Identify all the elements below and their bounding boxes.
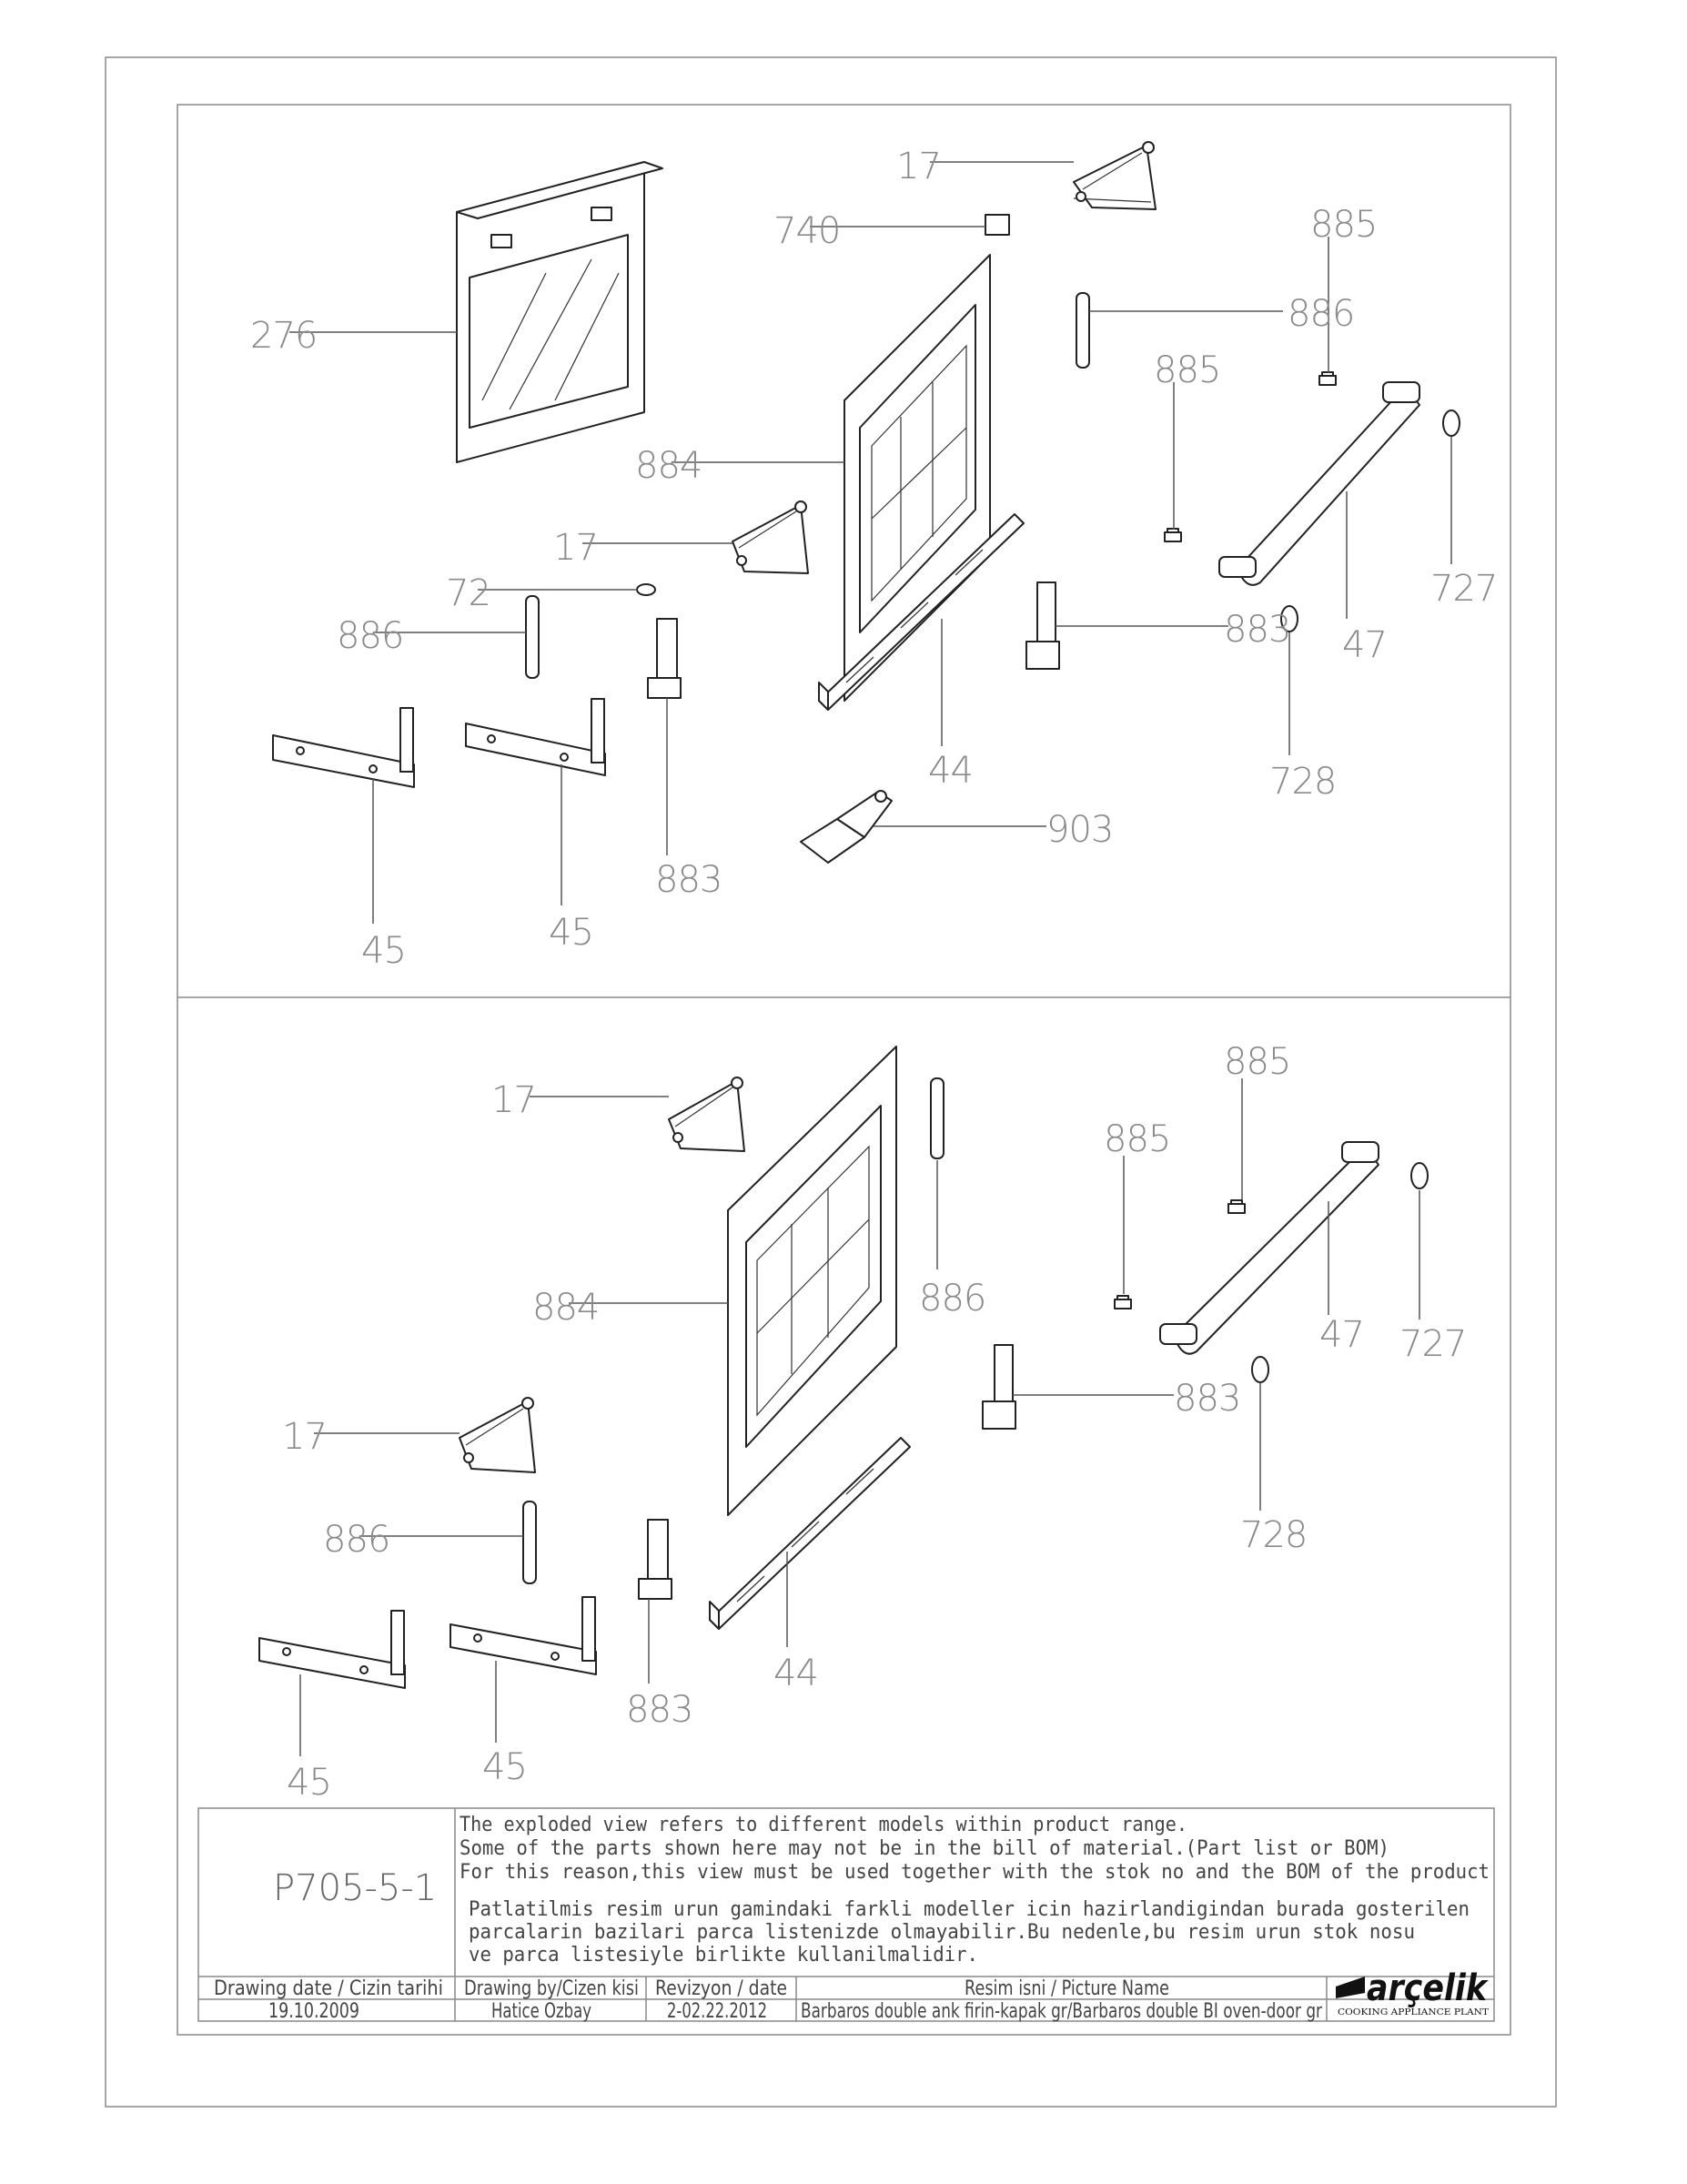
part-17-hinge-bottom-top [668,1077,745,1152]
outer-border [105,56,1557,2108]
part-728-ring [1280,605,1298,632]
note-tr-2: parcalarin bazilari parca listenizde olm… [469,1921,1415,1944]
callout-47: 47 [1342,624,1387,666]
part-45-hinge-bottom-left [258,1610,406,1689]
part-885-screw-a [1318,371,1337,386]
callout-903: 903 [1046,809,1113,851]
callout-883-b: 883 [655,859,722,901]
part-727-ring [1442,410,1460,437]
callout-17-d: 17 [282,1416,327,1458]
callout-727: 727 [1430,568,1497,610]
logo-subtitle: COOKING APPLIANCE PLANT [1338,2008,1489,2017]
header-drawing-by: Drawing by/Cizen kisi [464,1977,639,2000]
note-tr-1: Patlatilmis resim urun gamindaki farkli … [469,1898,1470,1921]
header-revision: Revizyon / date [655,1977,787,2000]
callout-44-b: 44 [773,1653,818,1694]
part-885-screw-d [1114,1295,1132,1309]
callout-885-a: 885 [1310,204,1377,246]
note-en-1: The exploded view refers to different mo… [460,1814,1187,1836]
part-276-outer-glass [456,161,663,463]
part-883-bracket-bottom-left [638,1519,672,1600]
part-44-rail [818,513,1025,711]
callouts-bottom: 885 17 885 727 884 886 47 883 17 728 886… [282,1041,1467,1804]
note-en-2: Some of the parts shown here may not be … [460,1837,1389,1860]
part-45-hinge-left [272,707,415,788]
title-block: P705-5-1 The exploded view refers to dif… [197,1807,1495,2023]
note-tr-3: ve parca listesiyle birlikte kullanilmal… [469,1944,978,1967]
part-885-screw-b [1164,528,1182,542]
callout-885-b: 885 [1154,349,1220,391]
leaders-top [289,161,1452,924]
callout-17-top: 17 [896,146,941,187]
callout-45-b: 45 [549,912,593,954]
callout-884-b: 884 [532,1287,599,1329]
bottom-exploded-view: 885 17 885 727 884 886 47 883 17 728 886… [258,1041,1467,1804]
drawing-code: P705-5-1 [273,1867,437,1909]
callout-276: 276 [250,315,317,357]
callout-883-c: 883 [1174,1378,1240,1420]
callout-885-c: 885 [1224,1041,1290,1083]
part-17-hinge-bottom-lower [459,1397,536,1473]
callout-883-d: 883 [626,1689,692,1731]
part-45-hinge-right [465,698,606,776]
part-47-handle-bottom [1159,1141,1379,1355]
part-72-washer [636,583,656,596]
part-886-rod-bottom-upper [930,1077,945,1159]
value-revision: 2-02.22.2012 [667,2000,767,2023]
callout-886-b: 886 [337,615,403,657]
part-740-clip [985,214,1010,236]
part-886-rod-top [1076,292,1090,369]
part-884-inner-frame [844,254,991,702]
callout-886-c: 886 [919,1278,985,1320]
part-727-ring-bottom [1410,1162,1429,1189]
value-drawing-by: Hatice Ozbay [491,2000,591,2023]
part-883-bracket-left [647,618,682,699]
callout-728: 728 [1269,761,1336,803]
callout-886-a: 886 [1288,293,1354,335]
header-drawing-date: Drawing date / Cizin tarihi [214,1977,443,2000]
part-884-inner-frame-bottom [727,1046,897,1516]
part-17-hinge-top [1073,141,1157,210]
logo-mark-icon [1336,1977,1365,1998]
part-883-bracket-right [1025,581,1060,670]
part-885-screw-c [1227,1199,1246,1214]
callout-740: 740 [773,210,840,252]
part-883-bracket-bottom-right [982,1344,1016,1430]
callout-17-mid: 17 [553,527,598,569]
callout-728-b: 728 [1240,1514,1307,1556]
value-drawing-date: 19.10.2009 [268,2000,359,2023]
leaders-bottom [299,1078,1420,1756]
callout-72: 72 [446,572,490,614]
callout-884: 884 [635,445,702,487]
part-728-ring-bottom [1251,1356,1269,1383]
callout-883-a: 883 [1224,609,1290,651]
part-45-hinge-bottom-right [450,1596,597,1675]
inner-border [177,104,1511,2036]
callout-47-b: 47 [1319,1314,1364,1356]
callout-886-d: 886 [323,1519,389,1561]
callout-885-d: 885 [1104,1118,1170,1160]
logo-wordmark: arçelik [1367,1967,1489,2009]
part-903-tool [800,790,893,864]
callout-44: 44 [928,750,973,792]
callout-17-c: 17 [491,1079,536,1121]
part-17-hinge-middle [732,500,809,574]
part-44-rail-bottom [709,1437,911,1630]
arcelik-logo: arçelik COOKING APPLIANCE PLANT [1336,1967,1489,2017]
note-en-3: For this reason,this view must be used t… [460,1861,1490,1884]
part-47-handle [1218,381,1420,586]
header-picture-name: Resim isni / Picture Name [965,1977,1169,2000]
top-exploded-view: 17 740 885 886 276 885 884 17 72 727 886… [250,141,1498,972]
callout-45-c: 45 [287,1762,331,1804]
part-886-rod-bottom-lower [522,1501,537,1584]
part-886-rod-left [525,595,540,679]
value-picture-name: Barbaros double ank firin-kapak gr/Barba… [801,2000,1323,2023]
callout-45-a: 45 [361,930,406,972]
callout-727-b: 727 [1399,1323,1466,1365]
callouts-top: 17 740 885 886 276 885 884 17 72 727 886… [250,146,1498,972]
callout-45-d: 45 [482,1746,527,1788]
